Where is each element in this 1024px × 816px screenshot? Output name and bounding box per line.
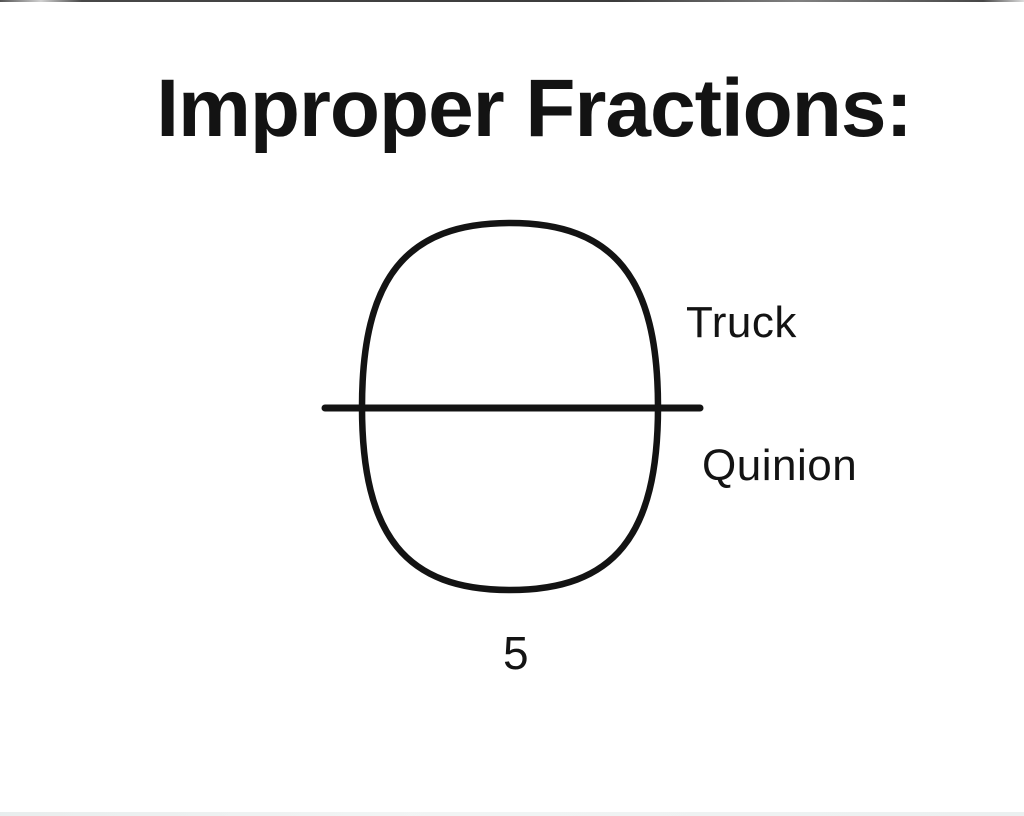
denominator-label: Quinion: [702, 441, 858, 490]
scan-artifact-bottom-edge: [0, 812, 1024, 816]
numerator-label: Truck: [686, 298, 797, 347]
scan-artifact-top-edge: [0, 0, 1024, 2]
page-title: Improper Fractions:: [156, 63, 913, 154]
bottom-value-label: 5: [503, 627, 529, 679]
